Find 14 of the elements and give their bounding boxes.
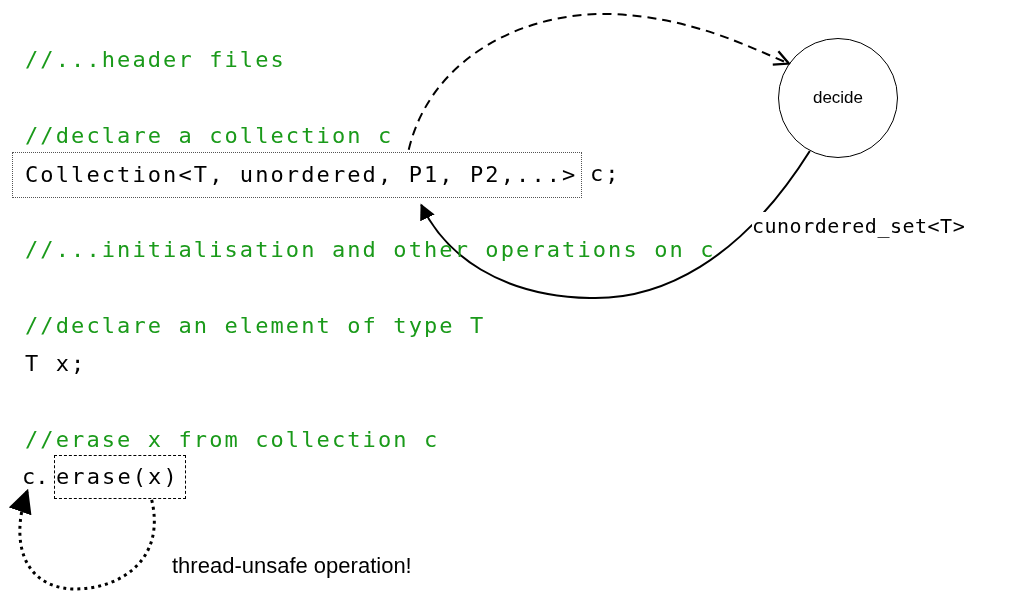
dotted-arrow <box>9 488 156 591</box>
code-comment: //erase x from collection c <box>25 426 440 454</box>
curved-arrow <box>420 150 811 299</box>
code-comment: //...header files <box>25 46 286 74</box>
code-text: c. <box>22 463 49 491</box>
dashed-arrow <box>407 13 790 151</box>
code-comment: //declare an element of type T <box>25 312 486 340</box>
code-comment: //declare a collection c <box>25 122 394 150</box>
code-text: c; <box>590 160 621 188</box>
annotation-text: thread-unsafe operation! <box>172 552 412 580</box>
code-text: T x; <box>25 350 87 378</box>
edge-label: cunordered_set<T> <box>752 212 966 240</box>
highlighted-code-box: erase(x) <box>54 455 186 499</box>
highlighted-code-box: Collection<T, unordered, P1, P2,...> <box>12 152 582 198</box>
